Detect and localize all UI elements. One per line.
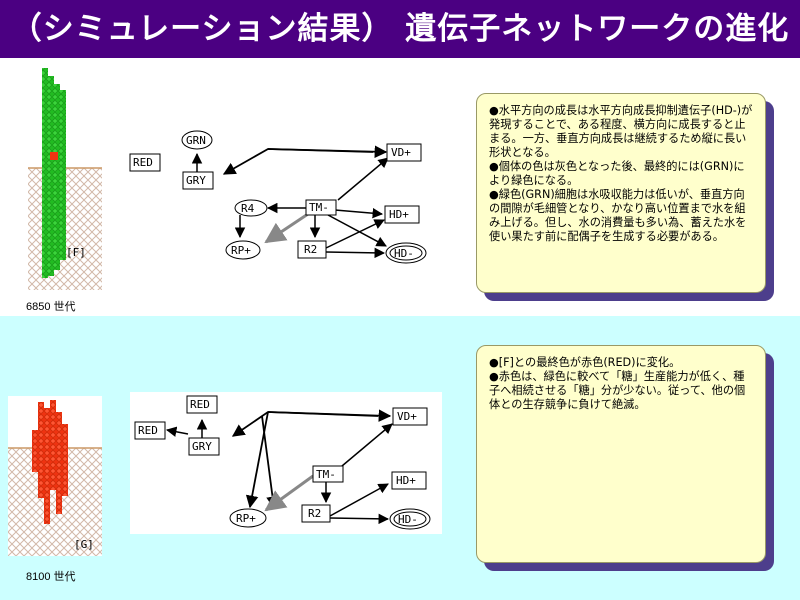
node-hd-plus: HD+	[391, 471, 427, 490]
note-g: ●[F]との最終色が赤色(RED)に変化。 ●赤色は、緑色に較べて「糖」生産能力…	[476, 345, 766, 563]
note-g-line-2: ●赤色は、緑色に較べて「糖」生産能力が低く、種子へ相続させる「糖」分が少ない。従…	[489, 370, 746, 411]
node-rp-plus: RP+	[225, 240, 261, 260]
node-gry: GRY	[188, 437, 220, 456]
svg-text:TM-: TM-	[316, 468, 336, 481]
generation-6850-label: 6850 世代	[26, 301, 76, 313]
network-diagram-f: GRN GRY RED VD+ R4 TM- HD+ RP+	[128, 122, 440, 272]
network-diagram-g: RED RED GRY VD+ TM- HD+ RP+ R2	[130, 392, 442, 534]
node-hd-plus: HD+	[384, 205, 420, 224]
svg-text:GRN: GRN	[186, 134, 206, 147]
node-r2: R2	[297, 240, 327, 259]
plant-g-tag: [G]	[74, 538, 94, 551]
node-hd-minus: HD-	[389, 508, 431, 530]
note-f: ●水平方向の成長は水平方向成長抑制遺伝子(HD-)が発現することで、ある程度、横…	[476, 93, 766, 293]
svg-text:R4: R4	[241, 202, 255, 215]
node-hd-minus: HD-	[385, 242, 427, 264]
node-r4: R4	[234, 199, 268, 217]
svg-text:VD+: VD+	[397, 410, 417, 423]
svg-text:R2: R2	[308, 507, 321, 520]
note-f-line-2: ●個体の色は灰色となった後、最終的には(GRN)により緑色になる。	[489, 160, 745, 187]
node-vd-plus: VD+	[392, 407, 428, 426]
note-f-line-3: ●緑色(GRN)細胞は水吸収能力は低いが、垂直方向の間隙が毛細管となり、かなり高…	[489, 188, 747, 243]
svg-text:HD-: HD-	[398, 513, 418, 526]
svg-text:TM-: TM-	[309, 201, 329, 214]
node-tm-minus: TM-	[312, 465, 344, 483]
node-grn: GRN	[181, 130, 213, 150]
node-r2: R2	[301, 504, 331, 523]
svg-text:RED: RED	[190, 398, 210, 411]
page-title: （シミュレーション結果） 遺伝子ネットワークの進化	[0, 0, 800, 58]
node-red-top: RED	[186, 395, 218, 414]
node-tm-minus: TM-	[305, 199, 337, 216]
svg-text:R2: R2	[304, 243, 317, 256]
node-gry: GRY	[182, 171, 214, 190]
svg-text:RED: RED	[138, 424, 158, 437]
svg-text:RED: RED	[133, 156, 153, 169]
node-rp-plus: RP+	[229, 508, 267, 528]
plant-f-tag: [F]	[66, 246, 86, 259]
svg-text:RP+: RP+	[231, 244, 251, 257]
plant-f-image: [F]	[28, 64, 102, 290]
svg-text:HD+: HD+	[396, 474, 416, 487]
note-g-line-1: ●[F]との最終色が赤色(RED)に変化。	[489, 356, 681, 369]
svg-text:HD+: HD+	[389, 208, 409, 221]
svg-text:HD-: HD-	[394, 247, 414, 260]
svg-text:GRY: GRY	[186, 174, 206, 187]
svg-text:RP+: RP+	[236, 512, 256, 525]
note-f-line-1: ●水平方向の成長は水平方向成長抑制遺伝子(HD-)が発現することで、ある程度、横…	[489, 104, 753, 159]
node-vd-plus: VD+	[386, 143, 422, 162]
svg-text:VD+: VD+	[391, 146, 411, 159]
generation-8100-label: 8100 世代	[26, 571, 76, 583]
node-red: RED	[129, 153, 161, 172]
node-red-left: RED	[134, 421, 166, 440]
plant-g-image: [G]	[8, 396, 102, 556]
svg-text:GRY: GRY	[192, 440, 212, 453]
